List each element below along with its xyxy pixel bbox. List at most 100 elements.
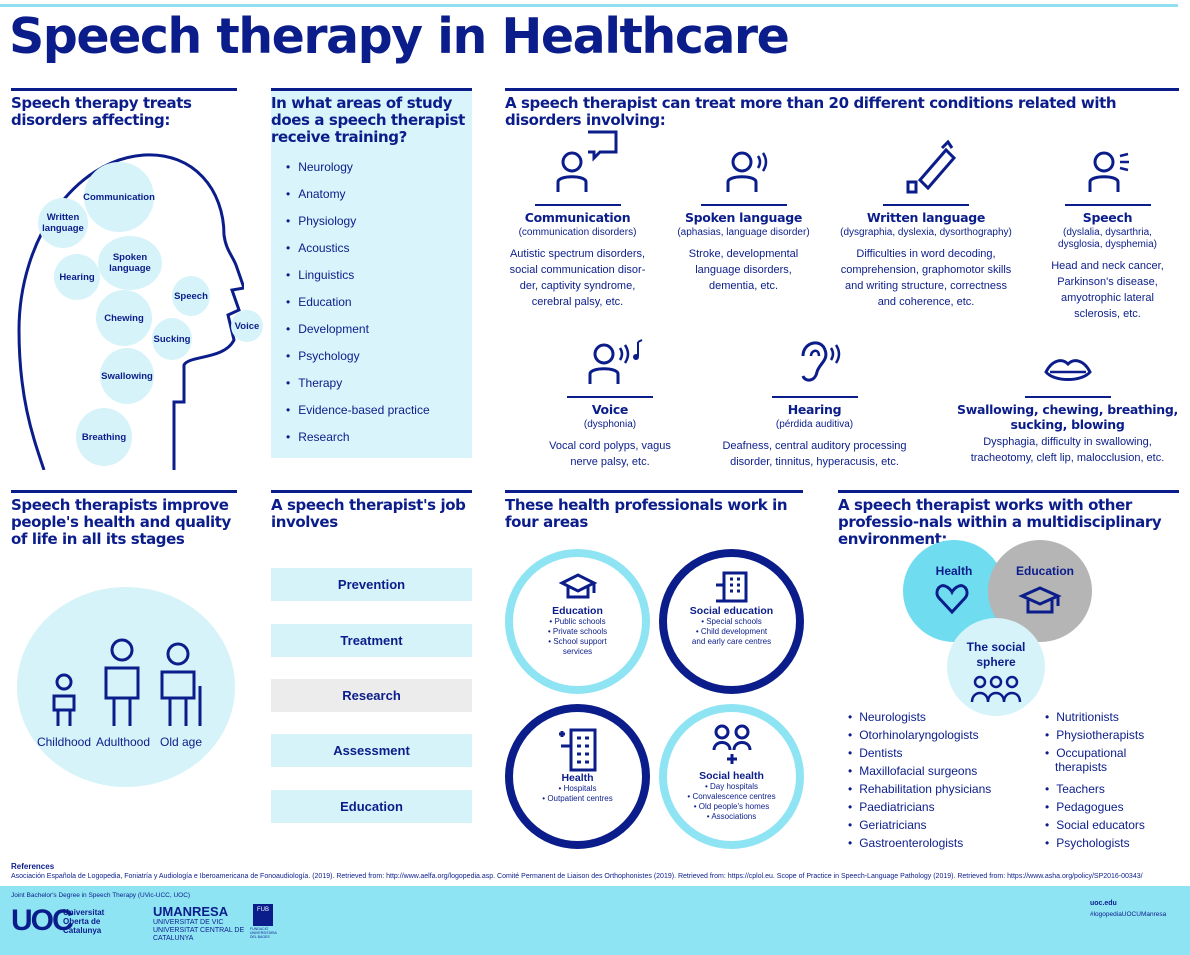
condition-sub: (dysphonia): [583, 419, 637, 430]
list-item: Psychologists: [1045, 836, 1175, 854]
condition-desc: Head and neck cancer, Parkinson's diseas…: [1051, 260, 1164, 320]
work-area-list: Hospitals Outpatient centres: [542, 784, 612, 804]
areas-heading: In what areas of study does a speech the…: [271, 88, 472, 146]
list-item: Research: [286, 430, 430, 457]
child-icon: [52, 673, 76, 726]
adult-icon: [104, 638, 140, 726]
list-item: Development: [286, 322, 430, 349]
program-label: Joint Bachelor's Degree in Speech Therap…: [11, 892, 191, 899]
references-heading: References: [11, 862, 55, 871]
list-item: Public schools: [543, 617, 613, 627]
areas-list: Neurology Anatomy Physiology Acoustics L…: [286, 160, 430, 457]
uoc-logo: UOC: [11, 904, 74, 937]
list-item: Physiotherapists: [1045, 728, 1175, 746]
bubble-breathing: Breathing: [76, 408, 132, 466]
list-item: Teachers: [1045, 782, 1175, 800]
twitter-hashtag[interactable]: #logopediaUOCUManresa: [1090, 911, 1167, 918]
page-title: Speech therapy in Healthcare: [9, 8, 790, 65]
elderly-icon: [160, 642, 202, 726]
list-item: Evidence-based practice: [286, 403, 429, 430]
list-item: Maxillofacial surgeons: [848, 764, 991, 782]
condition-desc: Deafness, central auditory processing di…: [722, 440, 907, 468]
venn-education-label: Education: [1015, 564, 1074, 578]
list-item: Social educators: [1045, 818, 1175, 836]
building-icon: [715, 571, 747, 603]
work-area-title: Education: [552, 605, 603, 617]
condition-sub: (pérdida auditiva): [775, 419, 854, 430]
job-item-treatment: Treatment: [271, 624, 472, 657]
fub-logo: FUB: [253, 904, 273, 926]
person-sound-icon: [726, 151, 767, 192]
graduation-cap-icon: [1018, 586, 1062, 614]
condition-title: Hearing: [787, 402, 842, 417]
list-item: Dentists: [848, 746, 991, 764]
umanresa-logo: UMANRESA: [153, 904, 229, 919]
heart-icon: [935, 584, 969, 615]
bubble-sucking: Sucking: [152, 318, 192, 360]
condition-title: Spoken language: [684, 210, 803, 225]
condition-sub: (dysgraphia, dyslexia, dysorthography): [840, 227, 1012, 238]
website-link[interactable]: uoc.edu: [1090, 900, 1117, 907]
person-speech-bubble-icon: [556, 130, 617, 192]
bubble-spoken-language: Spoken language: [98, 236, 162, 290]
bubble-swallowing: Swallowing: [100, 348, 154, 404]
job-item-prevention: Prevention: [271, 568, 472, 601]
work-area-list: Day hospitals Convalescence centres Old …: [687, 782, 775, 822]
list-item: Anatomy: [286, 187, 430, 214]
footer: Joint Bachelor's Degree in Speech Therap…: [0, 886, 1190, 955]
ear-icon: [801, 341, 840, 382]
condition-speech: Speech (dyslalia, dysarthria, dysglosia,…: [1040, 128, 1175, 322]
condition-title: Speech: [1082, 210, 1133, 225]
list-item: Paediatricians: [848, 800, 991, 818]
person-music-icon: [588, 339, 643, 384]
condition-title: Swallowing, chewing, breathing, sucking,…: [957, 402, 1178, 432]
list-item: Psychology: [286, 349, 430, 376]
stage-label-adulthood: Adulthood: [95, 735, 151, 749]
condition-swallowing: Swallowing, chewing, breathing, sucking,…: [955, 320, 1180, 466]
bubble-speech: Speech: [172, 276, 210, 316]
pen-writing-icon: [906, 139, 957, 194]
venn-health-label: Health: [935, 564, 973, 578]
condition-sub: (communication disorders): [518, 227, 637, 238]
list-item: Acoustics: [286, 241, 430, 268]
hospital-icon: [558, 728, 596, 772]
work-area-title: Social health: [699, 770, 764, 782]
person-speaking-icon: [1088, 151, 1129, 192]
stage-label-old-age: Old age: [159, 735, 203, 749]
list-item: Special schools: [692, 617, 772, 627]
condition-voice: Voice (dysphonia) Vocal cord polyps, vag…: [545, 320, 675, 470]
stages-heading: Speech therapists improve people's healt…: [11, 490, 237, 548]
list-item: Convalescence centres: [687, 792, 775, 802]
lips-icon: [1043, 359, 1092, 381]
work-area-list: Public schools Private schools School su…: [543, 617, 613, 657]
job-item-research: Research: [271, 679, 472, 712]
venn-social-circle: [947, 618, 1045, 716]
condition-desc: Difficulties in word decoding, comprehen…: [840, 248, 1012, 308]
list-item: Gastroenterologists: [848, 836, 991, 854]
venn-social-label: The social sphere: [966, 640, 1026, 669]
condition-title: Voice: [591, 402, 629, 417]
condition-title: Written language: [866, 210, 986, 225]
list-item: Old people's homes: [687, 802, 775, 812]
list-item: Nutritionists: [1045, 710, 1175, 728]
bubble-voice: Voice: [231, 310, 263, 342]
list-item: Occupational therapists: [1045, 746, 1175, 782]
job-item-assessment: Assessment: [271, 734, 472, 767]
condition-desc: Autistic spectrum disorders, social comm…: [509, 248, 646, 308]
group-people-icon: [970, 675, 1022, 703]
work-area-education: Education Public schools Private schools…: [505, 549, 650, 694]
list-item: Education: [286, 295, 430, 322]
list-item: School support services: [543, 637, 613, 657]
work-area-social-education: Social education Special schools Child d…: [659, 549, 804, 694]
stage-label-childhood: Childhood: [36, 735, 92, 749]
list-item: Child development and early care centres: [692, 627, 772, 647]
job-item-education: Education: [271, 790, 472, 823]
condition-sub: (aphasias, language disorder): [677, 227, 810, 238]
bubble-chewing: Chewing: [96, 290, 152, 346]
work-areas-heading: These health professionals work in four …: [505, 490, 803, 531]
condition-hearing: Hearing (pérdida auditiva) Deafness, cen…: [712, 320, 917, 470]
condition-communication: Communication (communication disorders) …: [505, 128, 650, 310]
condition-desc: Vocal cord polyps, vagus nerve palsy, et…: [549, 440, 671, 468]
condition-spoken-language: Spoken language (aphasias, language diso…: [671, 128, 816, 294]
list-item: Associations: [687, 812, 775, 822]
